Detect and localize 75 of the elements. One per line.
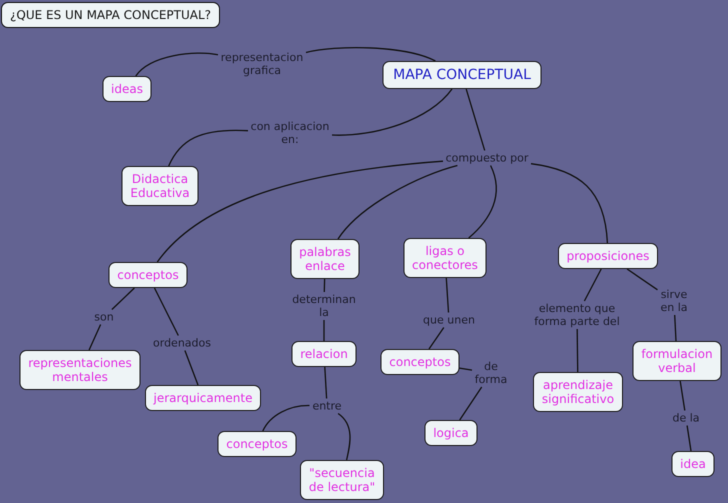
connector-line: [337, 164, 458, 240]
connector-line: [446, 278, 450, 313]
linking-phrase: son: [92, 310, 116, 324]
concept-box: [292, 341, 356, 367]
connector-line: [338, 413, 351, 460]
concept-label: formulacion verbal: [641, 347, 713, 375]
connector-line: [428, 327, 444, 350]
concept-label: logica: [433, 426, 469, 440]
concept-box: [300, 460, 384, 500]
linking-phrase: que unen: [420, 312, 478, 328]
connector-line: [88, 324, 102, 350]
linking-phrase: determinan la: [290, 292, 358, 320]
connector-line: [111, 288, 135, 310]
concept-box: [404, 238, 486, 278]
connector-line: [332, 88, 452, 136]
concept-box: [632, 341, 722, 381]
concept-label: Didactica Educativa: [130, 172, 190, 200]
concept-box: [20, 350, 140, 390]
connector-line: [154, 288, 179, 336]
concept-box: [108, 262, 188, 288]
connector-line: [184, 350, 199, 386]
concept-box: [102, 76, 152, 102]
main-concept-box: [382, 61, 542, 89]
linking-phrase: representacion grafica: [218, 50, 306, 78]
connector-line: [468, 165, 497, 238]
concept-label: relacion: [300, 347, 348, 361]
linking-phrase: ordenados: [150, 336, 214, 350]
concept-label: jerarquicamente: [154, 391, 252, 405]
concept-label: proposiciones: [566, 249, 650, 263]
connector-line: [466, 88, 486, 151]
linking-phrase: de la: [670, 410, 702, 426]
concept-label: palabras enlace: [299, 245, 351, 273]
connector-line: [459, 367, 472, 371]
linking-phrase: con aplicacion en:: [248, 119, 332, 147]
connector-line: [135, 52, 218, 76]
connector-line: [323, 320, 325, 341]
concept-box: [424, 420, 478, 446]
concept-label: conceptos: [389, 355, 451, 369]
connector-line: [626, 268, 658, 290]
main-concept-label: MAPA CONCEPTUAL: [393, 67, 531, 83]
linking-phrase: de forma: [472, 359, 510, 387]
connector-line: [530, 163, 608, 244]
concept-label: ligas o conectores: [412, 244, 478, 272]
connector-line: [324, 366, 328, 399]
connector-line: [584, 268, 602, 302]
concept-label: ideas: [111, 82, 143, 96]
concept-label: aprendizaje significativo: [542, 378, 614, 406]
connector-line: [459, 386, 482, 420]
concept-box: [218, 431, 296, 457]
concept-box: [122, 166, 198, 206]
title-text: ¿QUE ES UN MAPA CONCEPTUAL?: [10, 8, 212, 22]
connector-line: [262, 404, 310, 432]
concept-box: [145, 385, 261, 411]
linking-phrase: sirve en la: [658, 287, 690, 315]
concept-box: [672, 451, 714, 477]
concept-box: [533, 372, 623, 412]
connector-line: [324, 278, 326, 292]
linking-phrase: entre: [310, 398, 344, 414]
connector-line: [576, 329, 578, 372]
concept-box: [380, 349, 460, 375]
connector-line: [168, 130, 248, 166]
concept-label: conceptos: [117, 268, 179, 282]
connector-line: [674, 314, 677, 342]
connector-line: [156, 160, 444, 262]
concept-label: "secuencia de lectura": [308, 466, 376, 494]
concept-label: idea: [680, 457, 706, 471]
connector-line: [680, 380, 686, 411]
linking-phrase: elemento que forma parte del: [532, 301, 622, 329]
concept-label: representaciones mentales: [28, 356, 132, 384]
connector-line: [306, 47, 436, 62]
connector-line: [686, 425, 692, 452]
concept-box: [290, 239, 360, 279]
concept-label: conceptos: [226, 437, 288, 451]
linking-phrase: compuesto por: [443, 150, 531, 166]
concept-box: [558, 243, 658, 269]
